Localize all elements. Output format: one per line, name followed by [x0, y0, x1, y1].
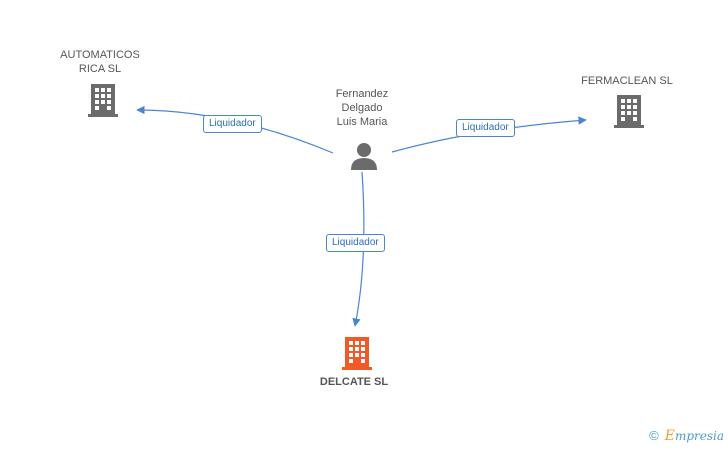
node-label-fermaclean[interactable]: FERMACLEAN SL — [572, 74, 682, 88]
edge-label-liquidador-fermaclean[interactable]: Liquidador — [456, 119, 515, 137]
label-line: Luis Maria — [336, 116, 388, 128]
edge-label-liquidador-delcate[interactable]: Liquidador — [326, 234, 385, 252]
copyright-icon: © — [649, 428, 659, 443]
building-icon[interactable] — [88, 84, 118, 117]
label-line: Delgado — [341, 102, 383, 114]
building-icon[interactable] — [614, 95, 644, 128]
label-line: RICA SL — [78, 63, 122, 75]
building-icon[interactable] — [342, 337, 372, 370]
brand-initial: E — [664, 428, 675, 444]
person-icon[interactable] — [351, 143, 377, 170]
label-line: AUTOMATICOS — [60, 49, 140, 61]
edge-person-to-delcate — [352, 171, 365, 327]
label-line: FERMACLEAN SL — [581, 75, 673, 87]
label-line: DELCATE SL — [319, 376, 389, 388]
edge-label-liquidador-automaticos[interactable]: Liquidador — [203, 115, 262, 133]
node-label-person[interactable]: Fernandez Delgado Luis Maria — [312, 87, 412, 129]
empresia-watermark[interactable]: © Empresia — [649, 428, 724, 444]
label-line: Fernandez — [335, 88, 389, 100]
brand-name: mpresia — [674, 429, 724, 443]
node-label-delcate[interactable]: DELCATE SL — [304, 375, 404, 389]
node-label-automaticos[interactable]: AUTOMATICOS RICA SL — [50, 48, 150, 76]
